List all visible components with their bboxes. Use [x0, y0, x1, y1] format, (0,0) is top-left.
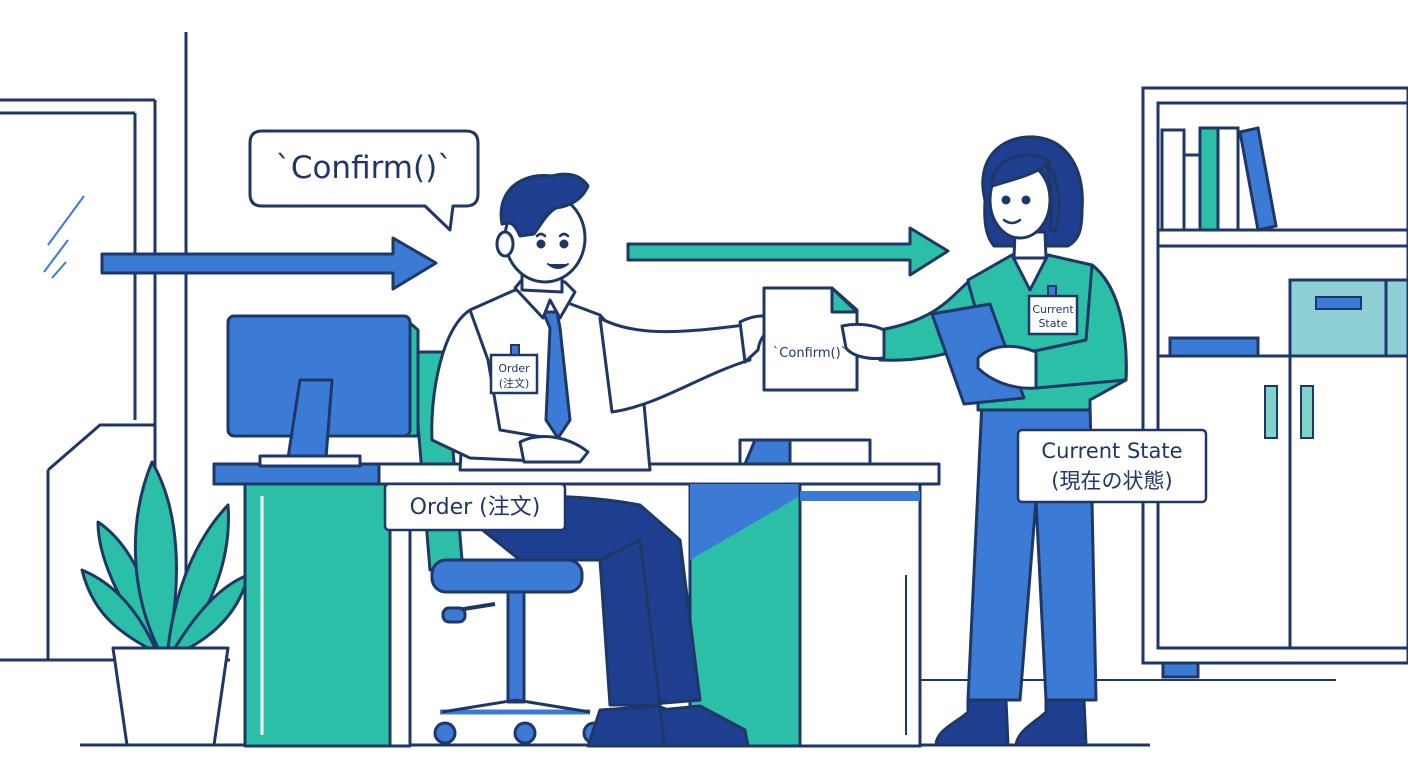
- document-icon: `Confirm()`: [762, 286, 859, 392]
- order-badge-line2: (注文): [499, 376, 530, 390]
- order-tag: Order (注文): [383, 482, 567, 532]
- speech-bubble-text: `Confirm()`: [275, 150, 452, 186]
- monitor-icon: [226, 314, 420, 468]
- state-badge-line2: State: [1038, 317, 1067, 330]
- current-state-tag-line1: Current State: [1041, 439, 1182, 463]
- order-badge-line1: Order: [498, 362, 530, 375]
- order-tag-text: Order (注文): [410, 495, 541, 520]
- arrow-right-icon: [100, 236, 438, 291]
- document-text: `Confirm()`: [773, 346, 847, 361]
- bookshelf: [1141, 86, 1408, 679]
- plant-icon: [80, 460, 250, 747]
- current-state-tag: Current State (現在の状態): [1016, 428, 1208, 504]
- state-badge-line1: Current: [1032, 303, 1074, 316]
- desk: [212, 438, 941, 748]
- arrow-right-icon: [626, 226, 950, 277]
- man-figure: [430, 172, 780, 748]
- state-badge: Current State: [1027, 285, 1079, 336]
- order-badge: Order (注文): [489, 344, 539, 395]
- current-state-tag-line2: (現在の状態): [1051, 469, 1172, 493]
- speech-bubble: `Confirm()`: [248, 129, 480, 232]
